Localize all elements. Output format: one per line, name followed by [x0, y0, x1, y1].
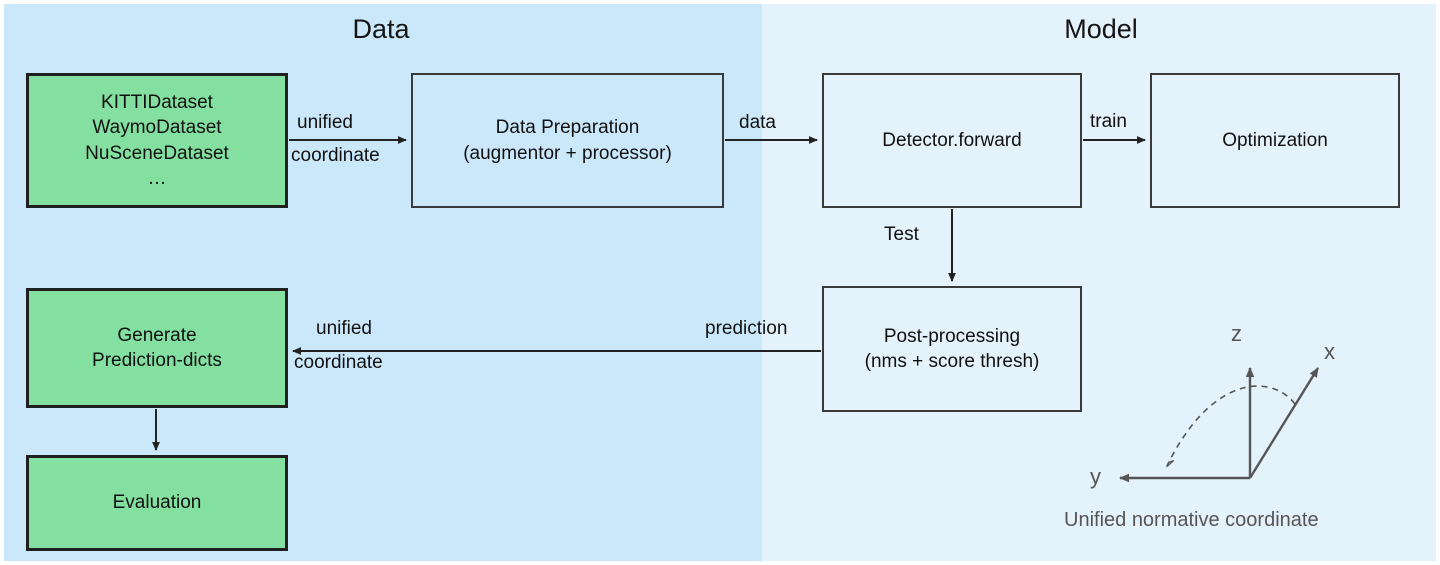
box-data-preparation-line-2: (augmentor + processor): [463, 142, 672, 164]
coordinate-frame-caption: Unified normative coordinate: [1064, 509, 1319, 531]
edge-label-coordinate-bottom-left: coordinate: [291, 145, 380, 166]
edge-label-coordinate-bottom: coordinate: [294, 352, 383, 373]
panel-model: [762, 4, 1436, 561]
box-generate-line-1: Generate: [117, 324, 197, 346]
axis-label-z: z: [1231, 321, 1242, 346]
box-optimization[interactable]: Optimization: [1150, 73, 1400, 208]
box-post-processing-line-1: Post-processing: [883, 325, 1021, 347]
edge-label-test: Test: [884, 224, 919, 245]
box-evaluation[interactable]: Evaluation: [26, 455, 288, 551]
edge-label-unified-bottom: unified: [316, 318, 372, 339]
box-post-processing-line-2: (nms + score thresh): [864, 351, 1040, 372]
box-datasets-line-2: WaymoDataset: [92, 117, 222, 139]
box-datasets[interactable]: KITTIDataset WaymoDataset NuSceneDataset…: [26, 73, 288, 208]
box-evaluation-line-1: Evaluation: [112, 492, 202, 514]
box-optimization-line-1: Optimization: [1222, 129, 1328, 151]
edge-label-prediction: prediction: [705, 318, 788, 339]
section-title-data: Data: [352, 14, 410, 44]
edge-label-unified-top-left: unified: [297, 112, 353, 133]
axis-label-y: y: [1090, 464, 1101, 489]
box-generate-line-2: Prediction-dicts: [92, 350, 222, 371]
box-detector-forward-line-1: Detector.forward: [882, 129, 1022, 151]
edge-label-data: data: [739, 112, 776, 133]
box-post-processing[interactable]: Post-processing (nms + score thresh): [822, 286, 1082, 412]
box-data-preparation[interactable]: Data Preparation (augmentor + processor): [411, 73, 724, 208]
box-data-preparation-line-1: Data Preparation: [495, 117, 640, 139]
axis-label-x: x: [1324, 339, 1335, 364]
section-title-model: Model: [1064, 14, 1138, 44]
box-datasets-line-3: NuSceneDataset: [85, 142, 229, 164]
box-datasets-line-1: KITTIDataset: [101, 92, 213, 114]
box-datasets-line-4: …: [147, 167, 167, 189]
box-generate-prediction-dicts[interactable]: Generate Prediction-dicts: [26, 288, 288, 408]
edge-label-train: train: [1090, 111, 1127, 132]
box-detector-forward[interactable]: Detector.forward: [822, 73, 1082, 208]
